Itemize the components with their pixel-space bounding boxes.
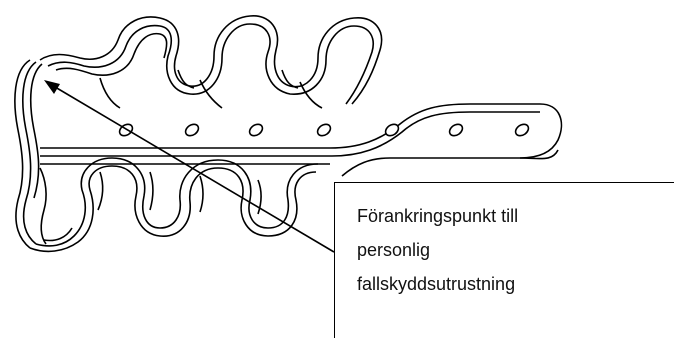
callout-box: Förankringspunkt till personlig fallskyd… [334,182,674,338]
strap-hole [514,123,530,137]
upper-coil [39,15,383,109]
strap-hole [316,123,332,137]
callout-line: personlig [357,240,431,260]
plate-rim [14,59,43,249]
strap-hole [448,123,464,137]
strap-hole [184,123,200,137]
strap [40,103,563,177]
callout-text: Förankringspunkt till personlig fallskyd… [357,199,657,301]
callout-line: Förankringspunkt till [357,206,519,226]
callout-line: fallskyddsutrustning [357,274,516,294]
strap-hole [248,123,264,137]
strap-hole [118,123,134,137]
lower-coil [29,157,319,253]
strap-hole [384,123,400,137]
callout-arrow [44,80,335,253]
strap-holes [118,123,530,137]
